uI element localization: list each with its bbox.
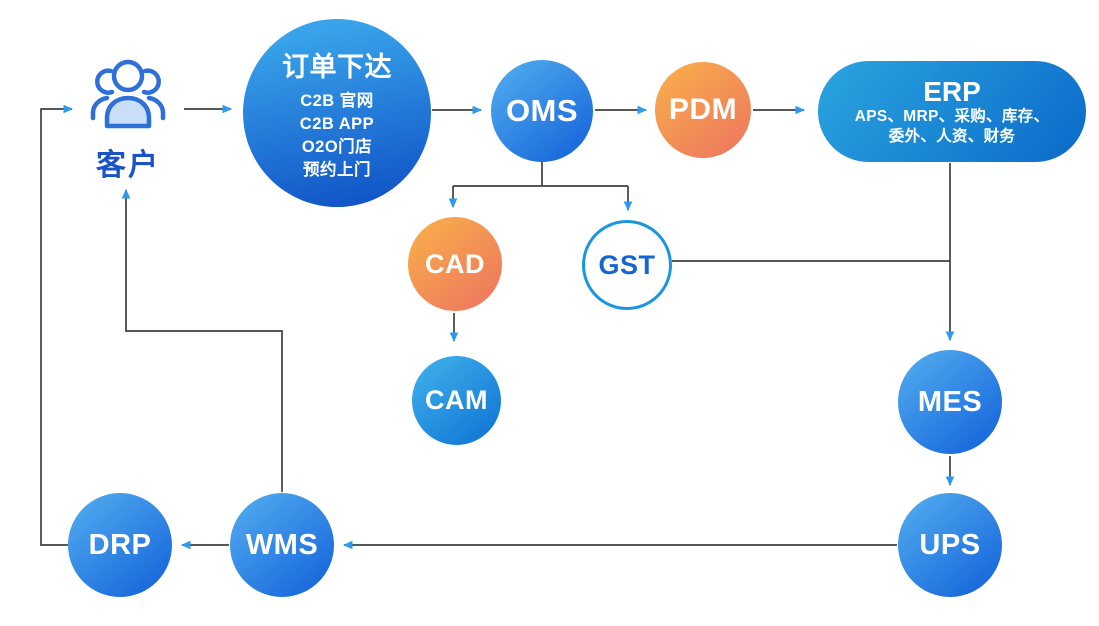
- connector-wms-to-customer: [121, 188, 283, 492]
- order-channel: 预约上门: [303, 160, 371, 179]
- customer-label: 客户: [96, 149, 160, 182]
- erp-title: ERP: [923, 75, 981, 107]
- node-cam: CAM: [412, 356, 501, 445]
- mes-label: MES: [917, 385, 983, 418]
- wms-label: WMS: [245, 528, 319, 561]
- erp-detail: 委外、人资、财务: [888, 127, 1016, 145]
- connector-drp-to-customer: [40, 104, 74, 546]
- order-channel: C2B 官网: [300, 91, 374, 110]
- cad-label: CAD: [425, 248, 485, 279]
- order-title: 订单下达: [282, 51, 392, 82]
- cam-label: CAM: [425, 385, 488, 415]
- ups-label: UPS: [919, 528, 981, 561]
- node-gst: GST: [582, 220, 672, 310]
- node-pdm: PDM: [655, 62, 751, 158]
- node-oms: OMS: [491, 60, 593, 162]
- erp-detail: APS、MRP、采购、库存、: [854, 107, 1050, 125]
- node-customer: 客户: [70, 54, 186, 184]
- pdm-label: PDM: [668, 93, 738, 126]
- node-cad: CAD: [408, 217, 502, 311]
- node-drp: DRP: [68, 493, 172, 597]
- node-mes: MES: [898, 350, 1002, 454]
- connector-oms-branch: [453, 162, 628, 187]
- gst-label: GST: [598, 249, 656, 280]
- order-channel: C2B APP: [299, 114, 375, 133]
- node-erp: ERP APS、MRP、采购、库存、 委外、人资、财务: [818, 61, 1086, 162]
- node-order: 订单下达 C2B 官网 C2B APP O2O门店 预约上门: [243, 19, 431, 207]
- drp-label: DRP: [88, 528, 152, 561]
- customers-icon: [90, 59, 166, 129]
- node-wms: WMS: [230, 493, 334, 597]
- order-channel: O2O门店: [301, 137, 373, 156]
- oms-label: OMS: [505, 93, 579, 128]
- node-ups: UPS: [898, 493, 1002, 597]
